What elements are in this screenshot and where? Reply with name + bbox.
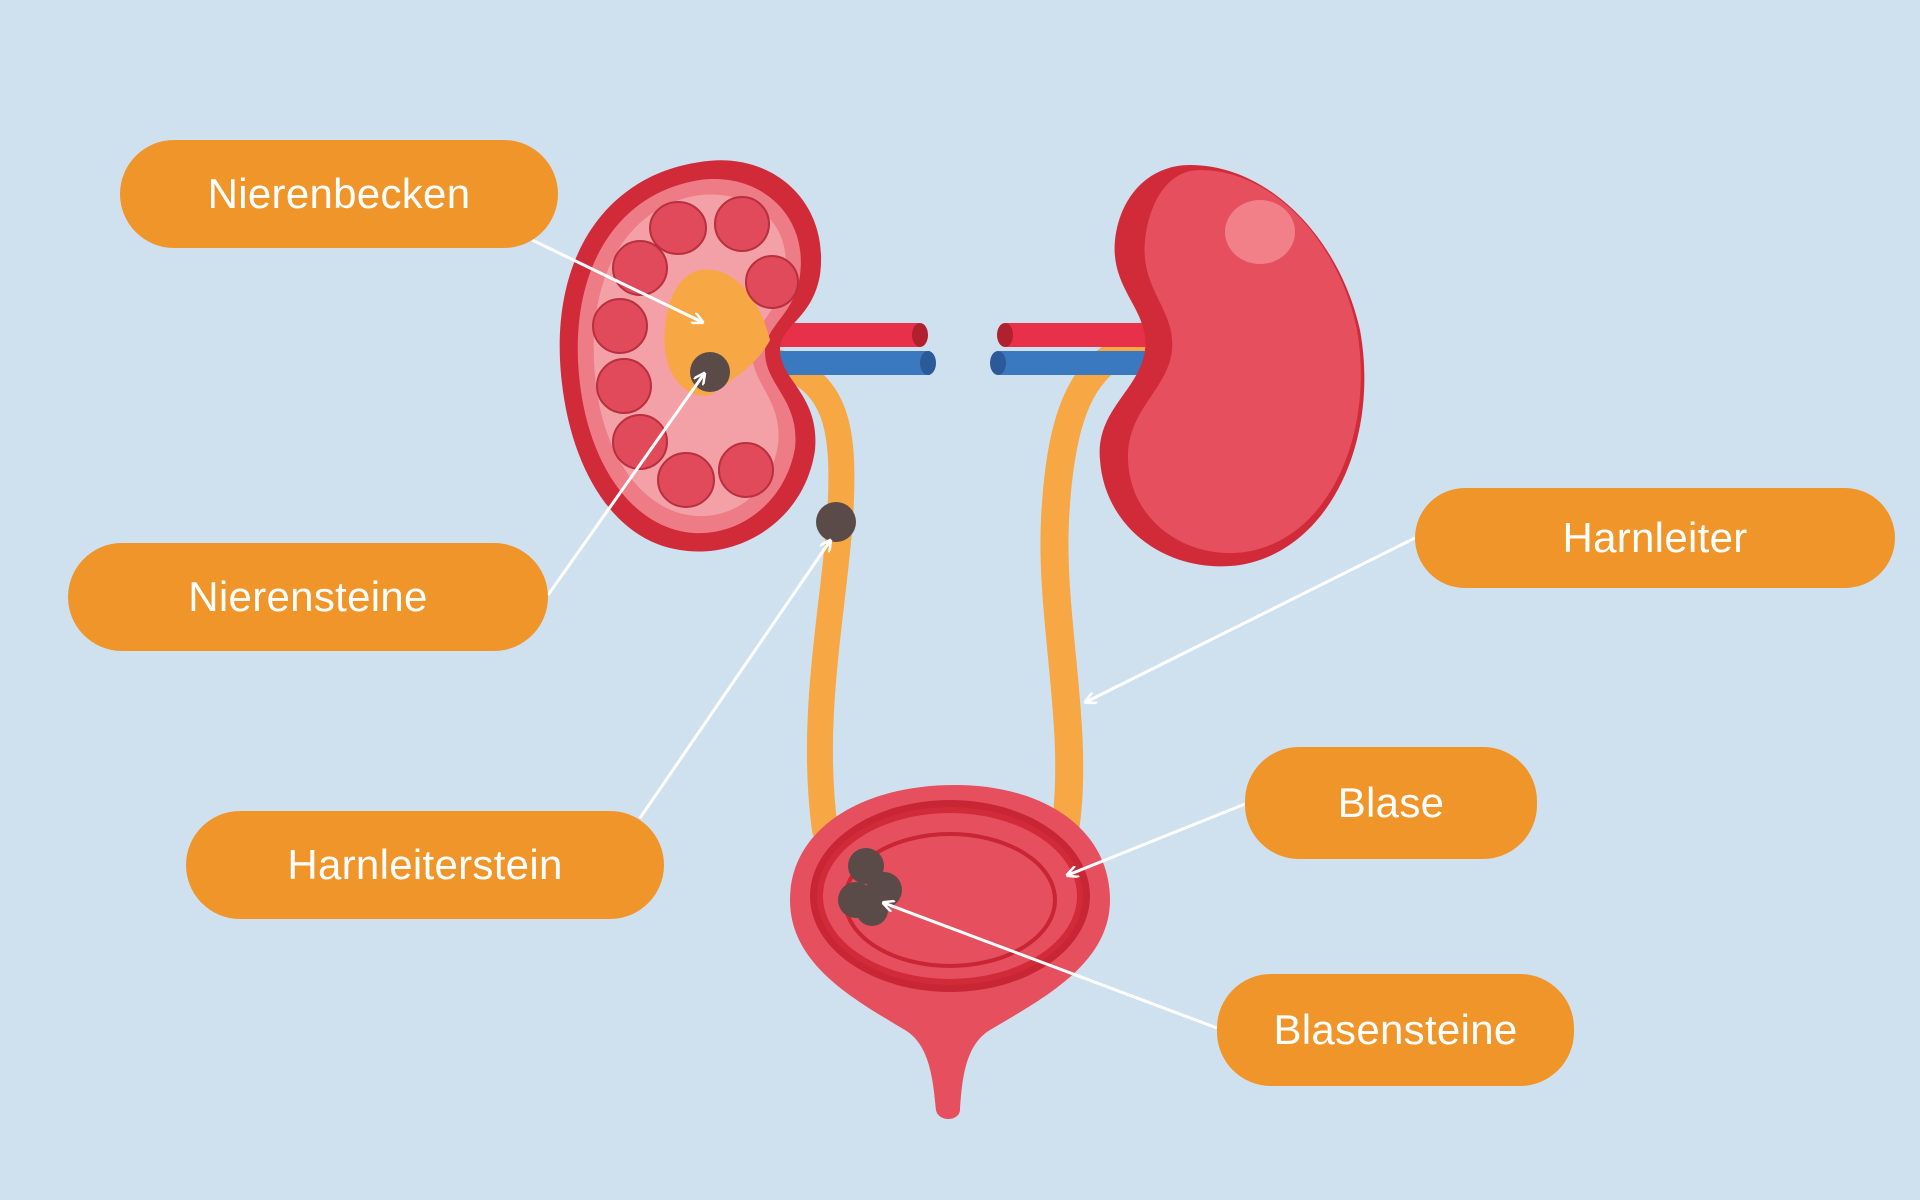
label-blase: Blase [1245, 747, 1537, 859]
bladder [790, 785, 1110, 1119]
label-blasensteine: Blasensteine [1217, 974, 1574, 1086]
renal-pyramids [592, 196, 799, 508]
left-kidney-cross-section [559, 160, 822, 552]
label-nierensteine: Nierensteine [68, 543, 548, 651]
label-nierenbecken: Nierenbecken [120, 140, 558, 248]
label-harnleiterstein: Harnleiterstein [186, 811, 664, 919]
arrow-kidney-stones [546, 374, 704, 596]
arrow-ureter-stone [638, 541, 830, 819]
label-harnleiter: Harnleiter [1415, 488, 1895, 588]
arrow-bladder-stones [884, 903, 1218, 1030]
right-renal-vessels [990, 323, 1160, 375]
arrow-bladder [1068, 802, 1246, 875]
bladder-stones [838, 848, 902, 926]
arrow-renal-pelvis [531, 238, 702, 322]
renal-pelvis-region [664, 269, 770, 396]
left-renal-vessels [780, 323, 936, 375]
arrow-ureter [1086, 536, 1416, 702]
right-kidney [1099, 165, 1365, 567]
ureter-stone [816, 502, 856, 542]
